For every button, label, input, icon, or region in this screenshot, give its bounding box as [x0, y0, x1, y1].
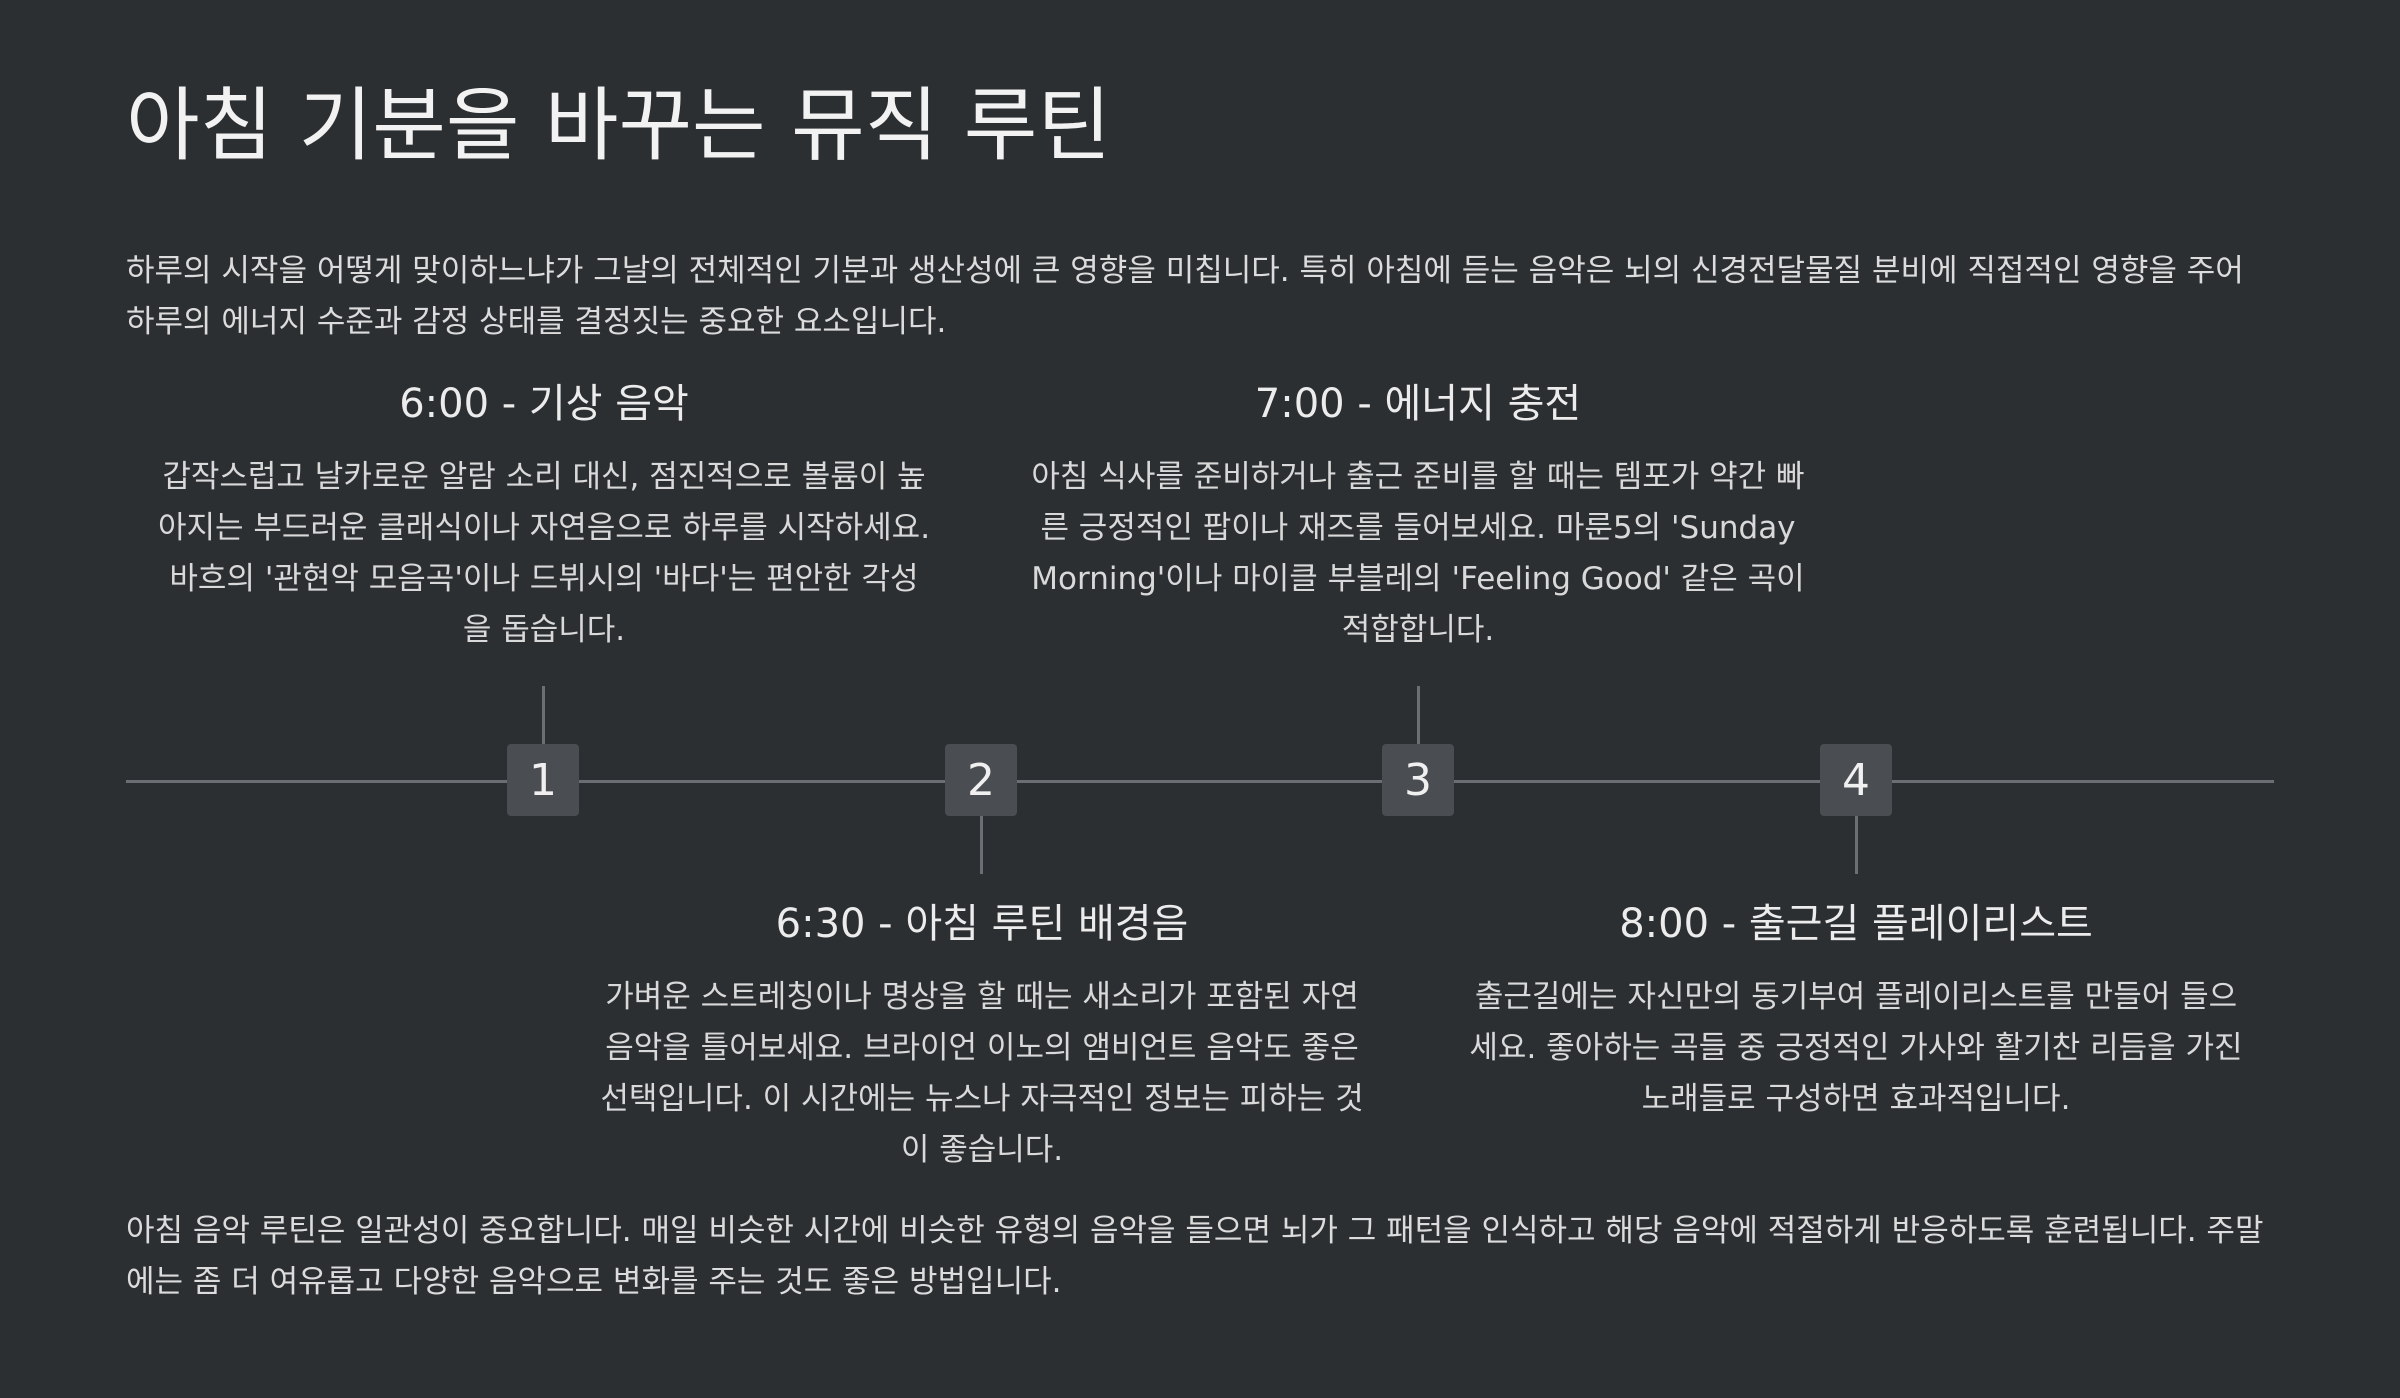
timeline-connector-1: [542, 686, 545, 744]
event-title: 6:00 - 기상 음악: [399, 381, 689, 427]
timeline-event-1: 6:00 - 기상 음악 갑작스럽고 날카로운 알람 소리 대신, 점진적으로 …: [156, 380, 932, 656]
page-title: 아침 기분을 바꾸는 뮤직 루틴: [126, 79, 1111, 172]
event-title: 6:30 - 아침 루틴 배경음: [775, 901, 1189, 947]
timeline-connector-3: [1417, 686, 1420, 744]
timeline-connector-4: [1855, 816, 1858, 874]
outro-paragraph: 아침 음악 루틴은 일관성이 중요합니다. 매일 비슷한 시간에 비슷한 유형의…: [126, 1213, 2264, 1300]
timeline-line: [126, 780, 2274, 783]
event-description: 갑작스럽고 날카로운 알람 소리 대신, 점진적으로 볼륨이 높아지는 부드러운…: [157, 459, 931, 648]
intro-paragraph: 하루의 시작을 어떻게 맞이하느냐가 그날의 전체적인 기분과 생산성에 큰 영…: [126, 253, 2244, 340]
timeline-marker-4: 4: [1820, 744, 1892, 816]
event-description: 아침 식사를 준비하거나 출근 준비를 할 때는 템포가 약간 빠른 긍정적인 …: [1031, 459, 1805, 648]
timeline-event-4: 8:00 - 출근길 플레이리스트 출근길에는 자신만의 동기부여 플레이리스트…: [1468, 900, 2244, 1125]
timeline-marker-2: 2: [945, 744, 1017, 816]
timeline-event-2: 6:30 - 아침 루틴 배경음 가벼운 스트레칭이나 명상을 할 때는 새소리…: [594, 900, 1370, 1176]
timeline-marker-1: 1: [507, 744, 579, 816]
event-description: 출근길에는 자신만의 동기부여 플레이리스트를 만들어 들으세요. 좋아하는 곡…: [1469, 979, 2243, 1117]
event-title: 7:00 - 에너지 충전: [1254, 381, 1582, 427]
timeline-connector-2: [980, 816, 983, 874]
timeline-marker-3: 3: [1382, 744, 1454, 816]
event-description: 가벼운 스트레칭이나 명상을 할 때는 새소리가 포함된 자연음악을 틀어보세요…: [600, 979, 1364, 1168]
event-title: 8:00 - 출근길 플레이리스트: [1619, 901, 2093, 947]
timeline-event-3: 7:00 - 에너지 충전 아침 식사를 준비하거나 출근 준비를 할 때는 템…: [1030, 380, 1806, 656]
